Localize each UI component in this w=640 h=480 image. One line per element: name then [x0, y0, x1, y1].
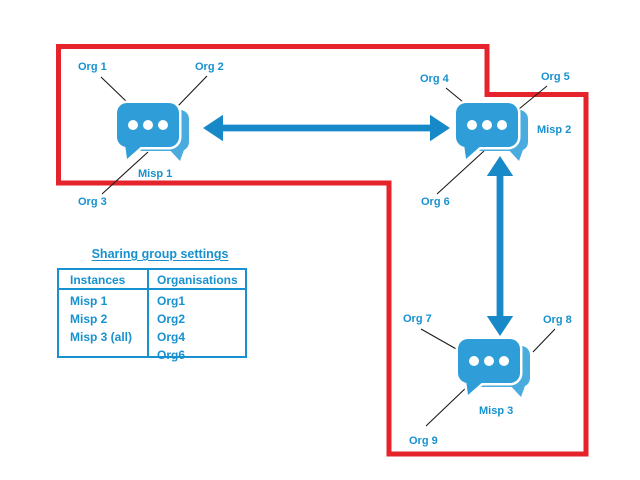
sharing-group-settings-table: Instances Organisations Misp 1 Misp 2 Mi…	[57, 268, 247, 362]
label-org-6: Org 6	[421, 196, 450, 208]
sync-arrow-misp1-misp2	[203, 114, 450, 142]
label-org-9: Org 9	[409, 435, 438, 447]
table-header-instances: Instances	[70, 273, 126, 287]
label-misp-3: Misp 3	[479, 405, 514, 417]
table-cell: Misp 2	[70, 312, 108, 326]
table-column-instances: Misp 1 Misp 2 Misp 3 (all)	[59, 290, 147, 364]
connector-org5-misp2	[518, 85, 548, 110]
misp1-icon	[117, 103, 189, 161]
connector-org4-misp2	[445, 87, 464, 103]
sync-arrow-misp2-misp3	[486, 156, 514, 336]
label-org-1: Org 1	[78, 61, 107, 73]
misp3-icon	[458, 339, 530, 397]
table-cell: Org2	[157, 312, 186, 326]
table-column-organisations: Org1 Org2 Org4 Org6	[147, 290, 245, 364]
misp2-icon	[456, 103, 528, 161]
sharing-group-settings-title: Sharing group settings	[91, 247, 229, 261]
label-org-8: Org 8	[543, 314, 572, 326]
table-body: Misp 1 Misp 2 Misp 3 (all) Org1 Org2 Org…	[59, 290, 245, 364]
label-misp-1: Misp 1	[137, 168, 174, 180]
table-cell: Org6	[157, 348, 186, 362]
sharing-group-boundary	[56, 44, 589, 457]
table-header-organisations: Organisations	[157, 273, 238, 287]
table-cell: Misp 3 (all)	[70, 330, 133, 344]
connector-org6-misp2	[436, 150, 485, 195]
table-cell: Misp 1	[70, 294, 108, 308]
connector-lines	[100, 75, 556, 427]
label-org-4: Org 4	[420, 73, 449, 85]
table-header-row: Instances Organisations	[59, 270, 245, 290]
table-cell: Org1	[157, 294, 186, 308]
connector-org8-misp3	[532, 328, 556, 353]
connector-org2-misp1	[175, 75, 208, 109]
table-cell: Org4	[157, 330, 186, 344]
connector-org3-misp1	[101, 151, 149, 195]
table-column-divider	[147, 270, 149, 356]
label-org-5: Org 5	[541, 71, 570, 83]
connector-org1-misp1	[100, 76, 130, 105]
label-org-3: Org 3	[78, 196, 107, 208]
label-org-2: Org 2	[195, 61, 224, 73]
connector-org9-misp3	[425, 383, 471, 427]
label-misp-2: Misp 2	[537, 124, 572, 136]
label-org-7: Org 7	[403, 313, 432, 325]
connector-org7-misp3	[420, 328, 459, 351]
